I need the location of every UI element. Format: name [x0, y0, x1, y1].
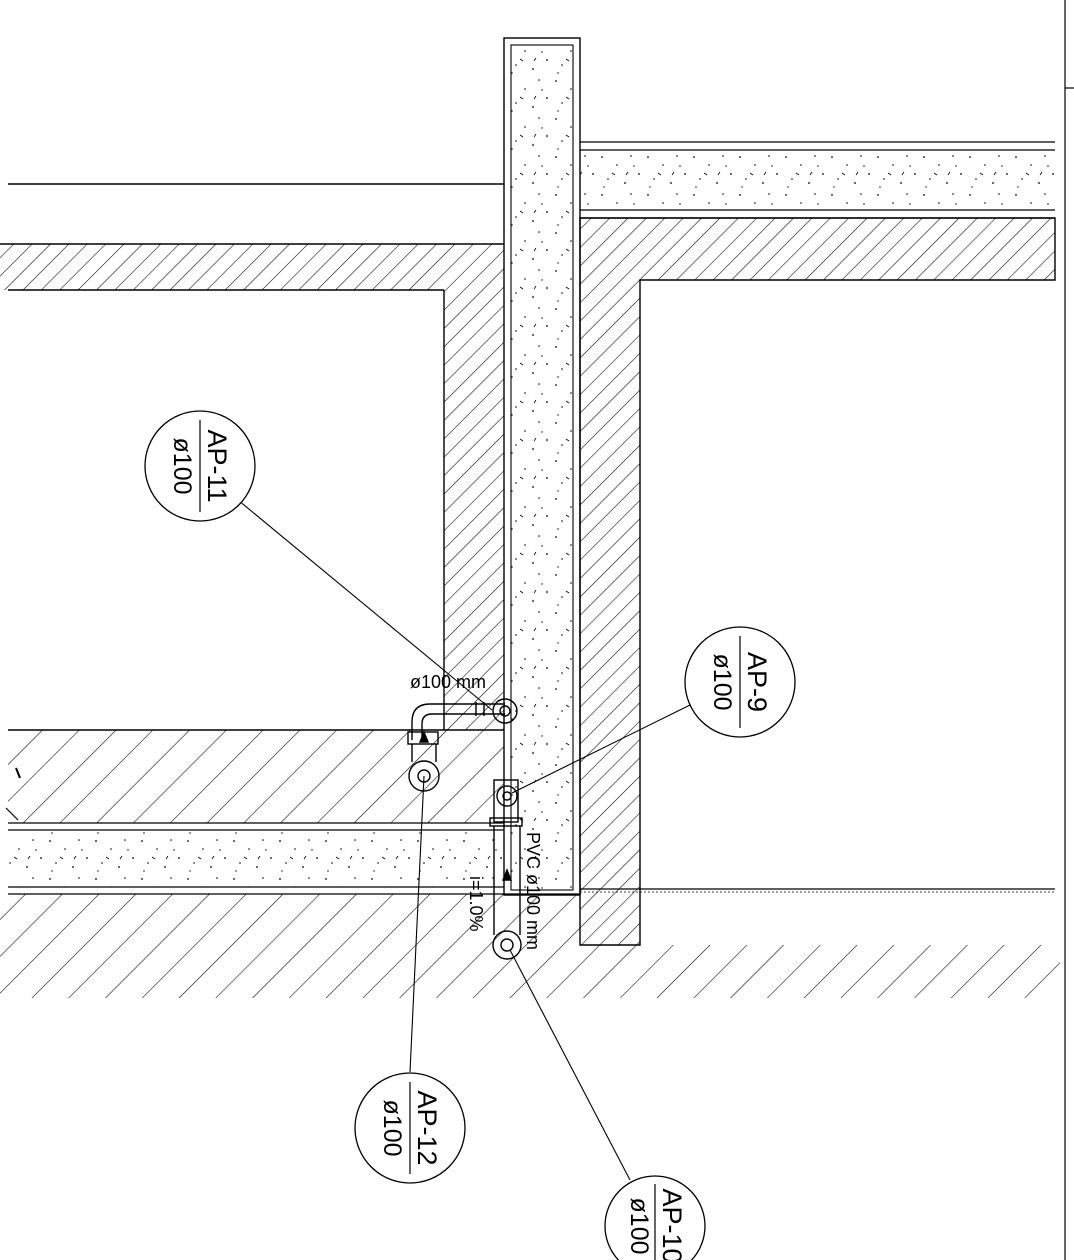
upper-slab-left [0, 243, 504, 291]
tag-ap-12: AP-12 ø100 [354, 1072, 466, 1184]
tag-ap-11-id: AP-11 [202, 429, 232, 502]
leader-lines [237, 499, 691, 1181]
tag-ap-12-id: AP-12 [412, 1090, 442, 1165]
sheet-border [1064, 0, 1074, 1260]
break-marks [5, 767, 21, 821]
slope-note: i=1.0% [466, 876, 486, 932]
pipe-size-note: ø100 mm [410, 672, 486, 692]
left-wall [443, 290, 504, 730]
lower-slab-hatched [8, 729, 504, 823]
upper-slab-right [580, 141, 1055, 219]
tag-ap-10: AP-10 ø100 [604, 1175, 706, 1260]
tag-ap-11: AP-11 ø100 [144, 410, 256, 522]
tag-ap-9: AP-9 ø100 [684, 626, 796, 738]
concrete-column [503, 37, 581, 896]
tag-ap-12-diameter: ø100 [378, 1100, 406, 1157]
drain-pipes [407, 698, 523, 960]
tag-ap-10-id: AP-10 [657, 1188, 687, 1260]
tag-ap-9-id: AP-9 [742, 652, 772, 712]
ground-hatch [0, 894, 1060, 998]
pipe-spec-note: PVC ø100 mm [523, 832, 543, 950]
tag-ap-11-diameter: ø100 [168, 438, 196, 495]
tag-ap-10-diameter: ø100 [625, 1198, 653, 1255]
right-beam-and-wall [579, 217, 1056, 946]
tag-ap-9-diameter: ø100 [708, 654, 736, 711]
